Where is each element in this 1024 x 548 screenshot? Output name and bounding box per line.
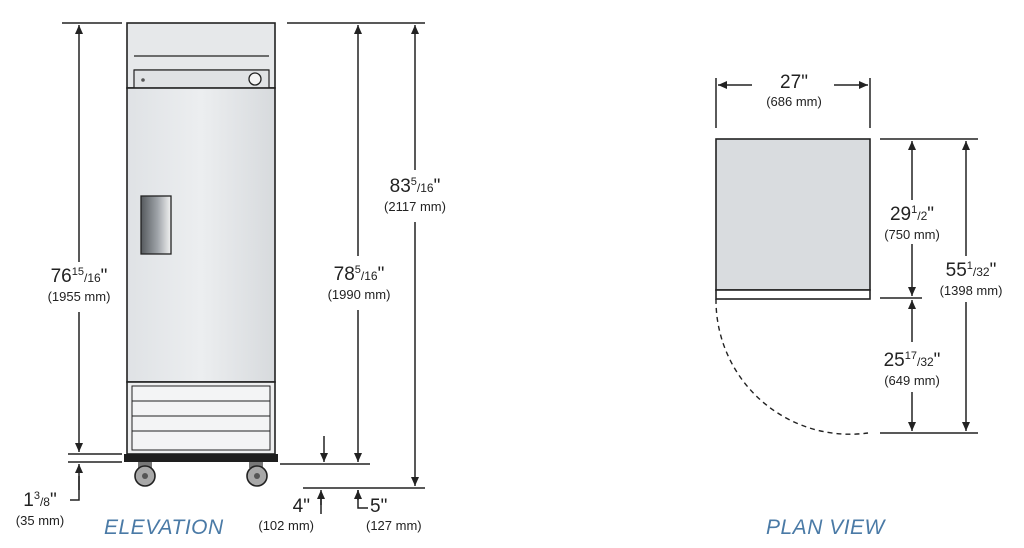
door-open-height-label: 785/16" (1990 mm) — [327, 264, 391, 302]
plan-view-title: PLAN VIEW — [766, 516, 885, 539]
door-swing-arc — [715, 298, 869, 435]
elevation-title: ELEVATION — [104, 516, 224, 539]
thermometer-dial-icon — [248, 72, 262, 86]
caster-right-icon — [246, 462, 268, 487]
door-swing-label: 2517/32" (649 mm) — [883, 350, 941, 388]
door-handle — [140, 195, 172, 255]
elevation-dimension-lines — [62, 22, 425, 514]
light-switch-icon — [141, 78, 145, 82]
door-thickness — [715, 289, 871, 300]
plan-width-label: 27" (686 mm) — [766, 72, 822, 109]
overall-height-label: 835/16" (2117 mm) — [384, 176, 446, 214]
refrigerator-elevation — [124, 22, 278, 487]
caster-left-icon — [134, 462, 156, 487]
cabinet-top — [715, 138, 871, 291]
cabinet-height-label: 7615/16" (1955 mm) — [47, 266, 111, 304]
total-depth-label: 551/32" (1398 mm) — [939, 260, 1003, 298]
refrigerator-plan — [715, 138, 871, 435]
caster-height-label: 13/8" (35 mm) — [15, 490, 65, 528]
leg-5-label: 5" (127 mm) — [366, 496, 422, 533]
cabinet-depth-label: 291/2" (750 mm) — [884, 204, 940, 242]
plan-dimension-lines — [715, 78, 978, 434]
leg-4-label: 4" (102 mm) — [258, 496, 314, 533]
